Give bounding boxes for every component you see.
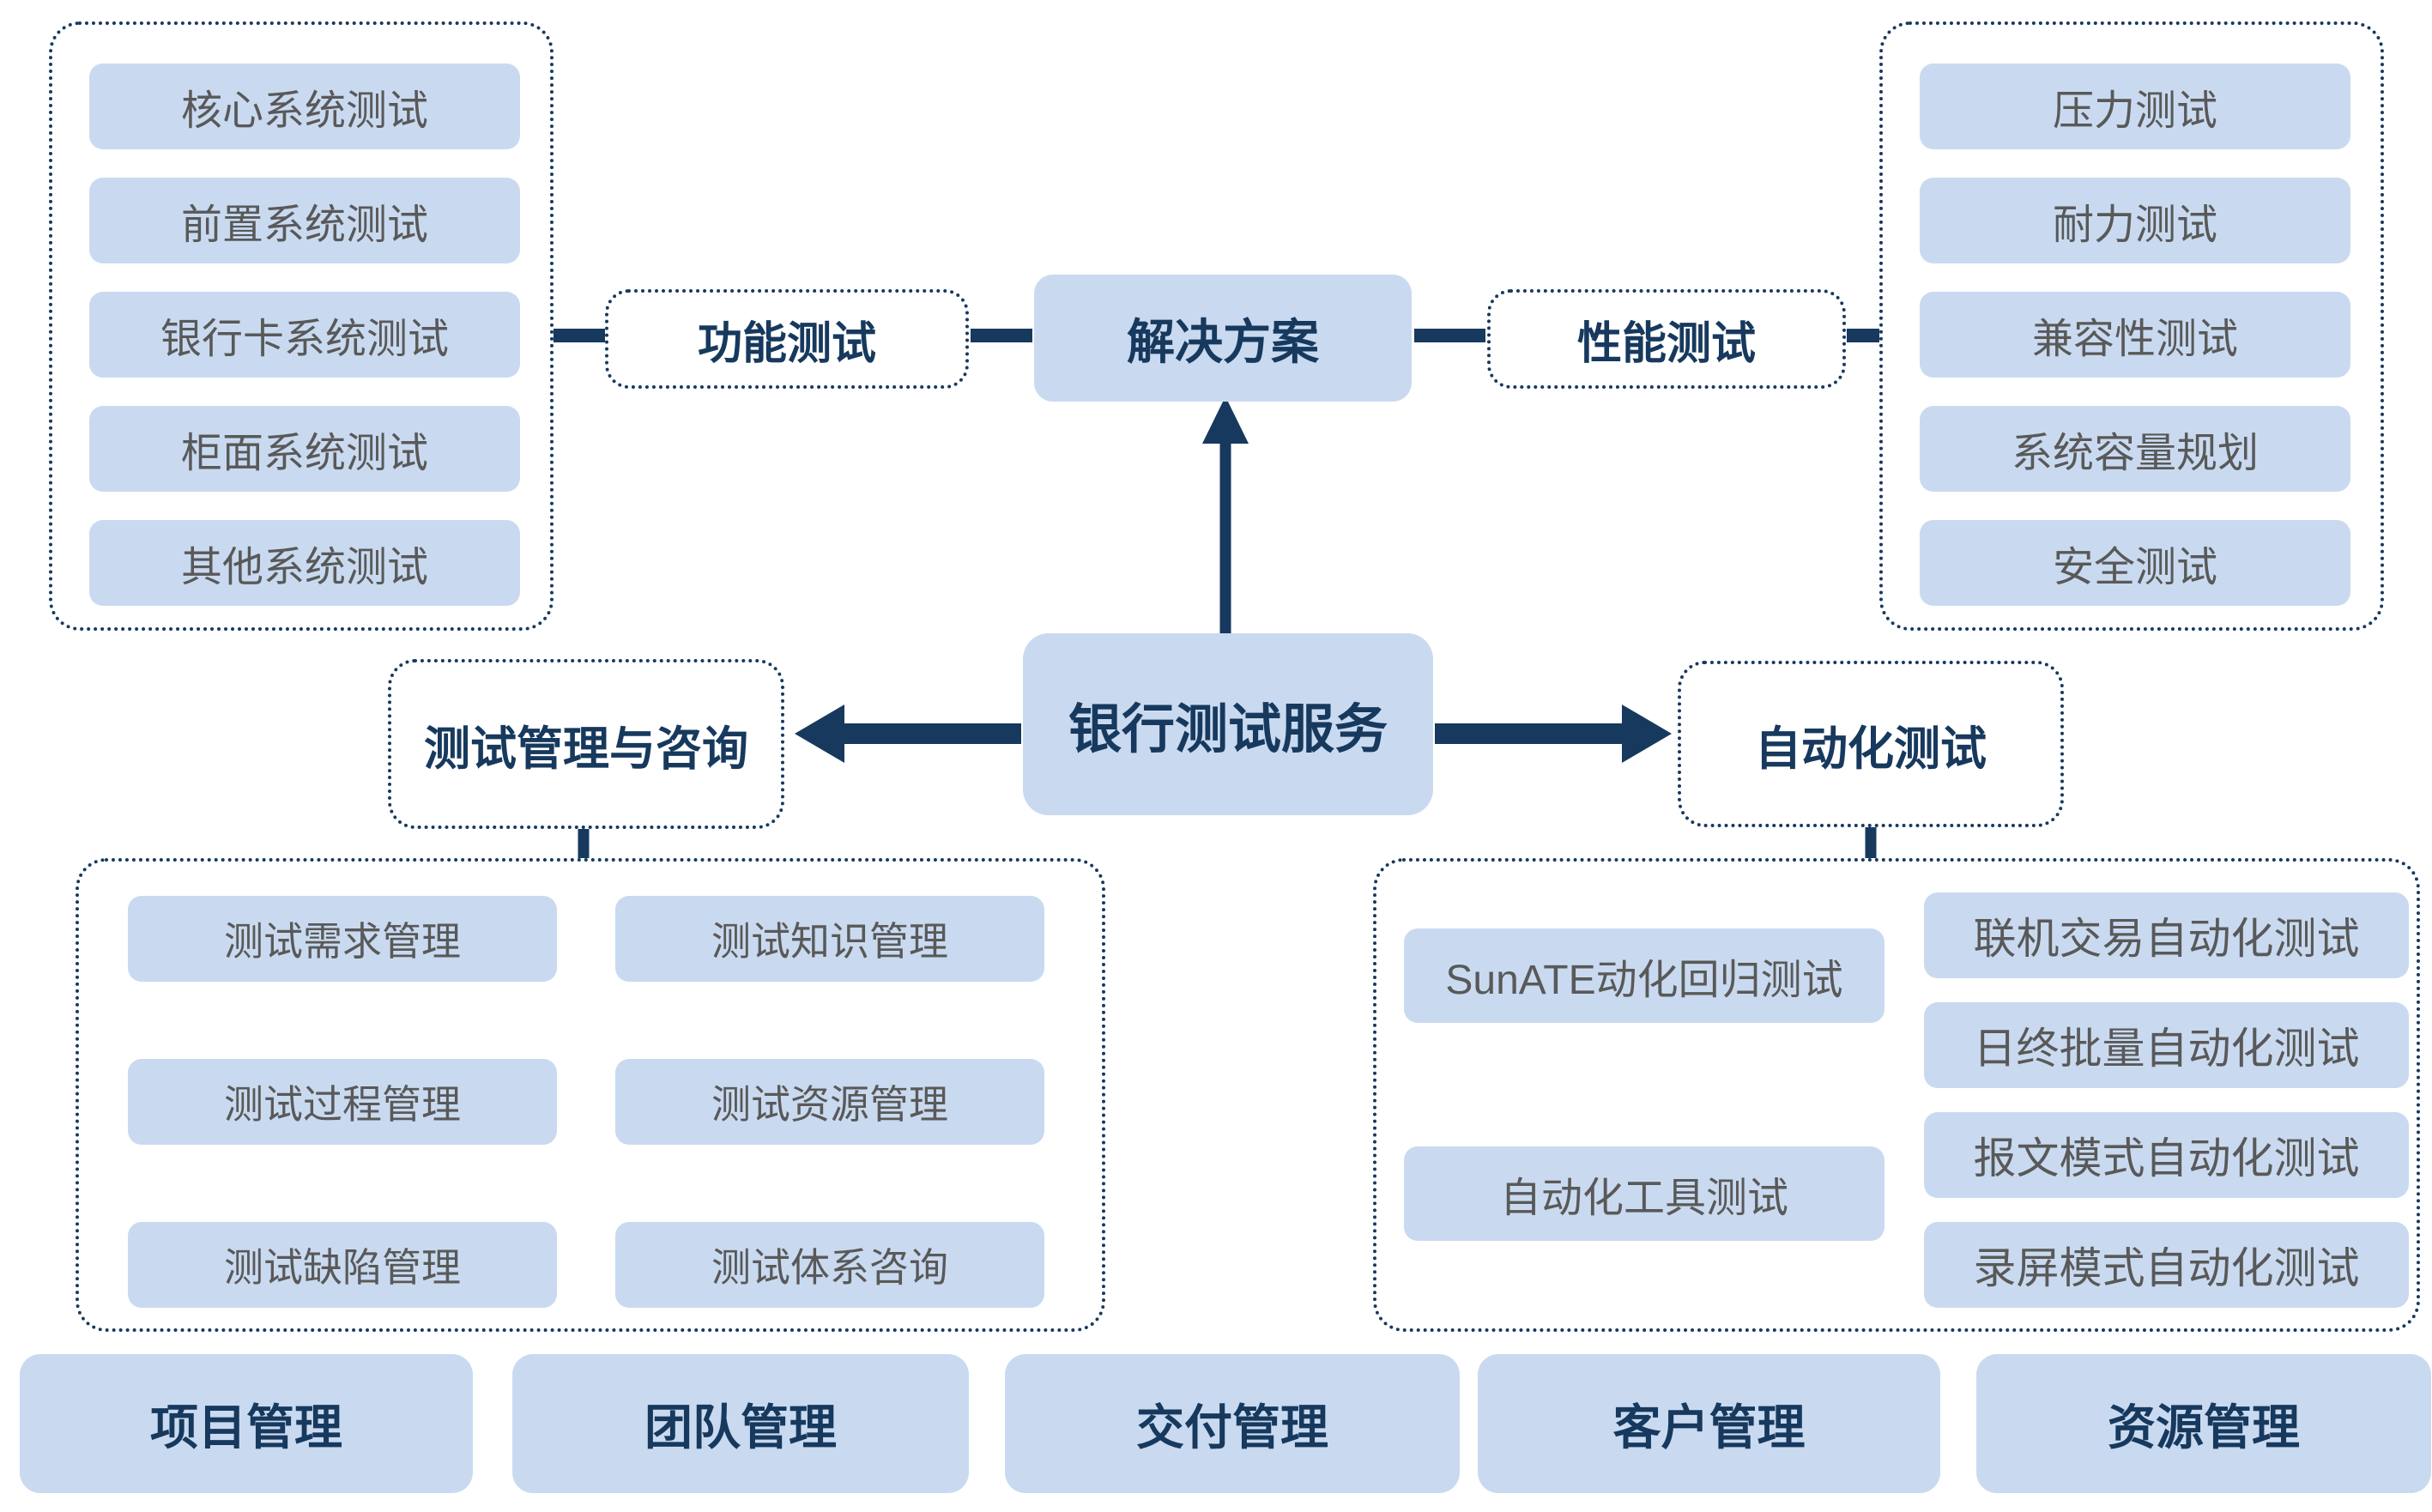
arrow-service-to-management-head	[795, 705, 844, 763]
item-screen-record-auto-test: 录屏模式自动化测试	[1924, 1222, 2409, 1308]
item-test-process-mgmt: 测试过程管理	[128, 1059, 557, 1145]
item-bankcard-system-test: 银行卡系统测试	[89, 292, 520, 378]
item-test-requirement-mgmt: 测试需求管理	[128, 896, 557, 982]
item-online-transaction-auto-test: 联机交易自动化测试	[1924, 892, 2409, 978]
item-stress-test: 压力测试	[1920, 64, 2350, 149]
item-message-mode-auto-test: 报文模式自动化测试	[1924, 1112, 2409, 1198]
bar-customer-mgmt: 客户管理	[1478, 1354, 1940, 1493]
item-endurance-test: 耐力测试	[1920, 178, 2350, 263]
arrow-service-to-automation-head	[1622, 705, 1672, 763]
node-automation-testing: 自动化测试	[1678, 661, 2064, 827]
node-functional-testing: 功能测试	[605, 289, 969, 389]
item-test-resource-mgmt: 测试资源管理	[615, 1059, 1044, 1145]
bar-delivery-mgmt: 交付管理	[1005, 1354, 1460, 1493]
item-test-system-consulting: 测试体系咨询	[615, 1222, 1044, 1308]
performance-items-panel: 压力测试 耐力测试 兼容性测试 系统容量规划 安全测试	[1879, 21, 2384, 631]
functional-items-panel: 核心系统测试 前置系统测试 银行卡系统测试 柜面系统测试 其他系统测试	[49, 21, 554, 631]
item-capacity-planning: 系统容量规划	[1920, 406, 2350, 492]
arrow-service-to-solution-head	[1202, 396, 1249, 444]
item-compatibility-test: 兼容性测试	[1920, 292, 2350, 378]
item-security-test: 安全测试	[1920, 520, 2350, 606]
item-core-system-test: 核心系统测试	[89, 64, 520, 149]
automation-items-panel: SunATE动化回归测试 自动化工具测试 联机交易自动化测试 日终批量自动化测试…	[1373, 858, 2420, 1332]
node-solution: 解决方案	[1034, 275, 1412, 402]
bar-resource-mgmt: 资源管理	[1976, 1354, 2431, 1493]
bar-project-mgmt: 项目管理	[20, 1354, 473, 1493]
item-automation-tool-test: 自动化工具测试	[1404, 1146, 1884, 1241]
node-bank-testing-service: 银行测试服务	[1023, 633, 1433, 815]
bar-team-mgmt: 团队管理	[512, 1354, 969, 1493]
item-test-defect-mgmt: 测试缺陷管理	[128, 1222, 557, 1308]
management-items-panel: 测试需求管理 测试知识管理 测试过程管理 测试资源管理 测试缺陷管理 测试体系咨…	[76, 858, 1105, 1332]
node-performance-testing: 性能测试	[1487, 289, 1846, 389]
item-test-knowledge-mgmt: 测试知识管理	[615, 896, 1044, 982]
item-counter-system-test: 柜面系统测试	[89, 406, 520, 492]
item-front-system-test: 前置系统测试	[89, 178, 520, 263]
item-other-system-test: 其他系统测试	[89, 520, 520, 606]
item-sunate-regression-test: SunATE动化回归测试	[1404, 928, 1884, 1023]
node-test-management-consulting: 测试管理与咨询	[388, 659, 784, 829]
item-eod-batch-auto-test: 日终批量自动化测试	[1924, 1002, 2409, 1088]
